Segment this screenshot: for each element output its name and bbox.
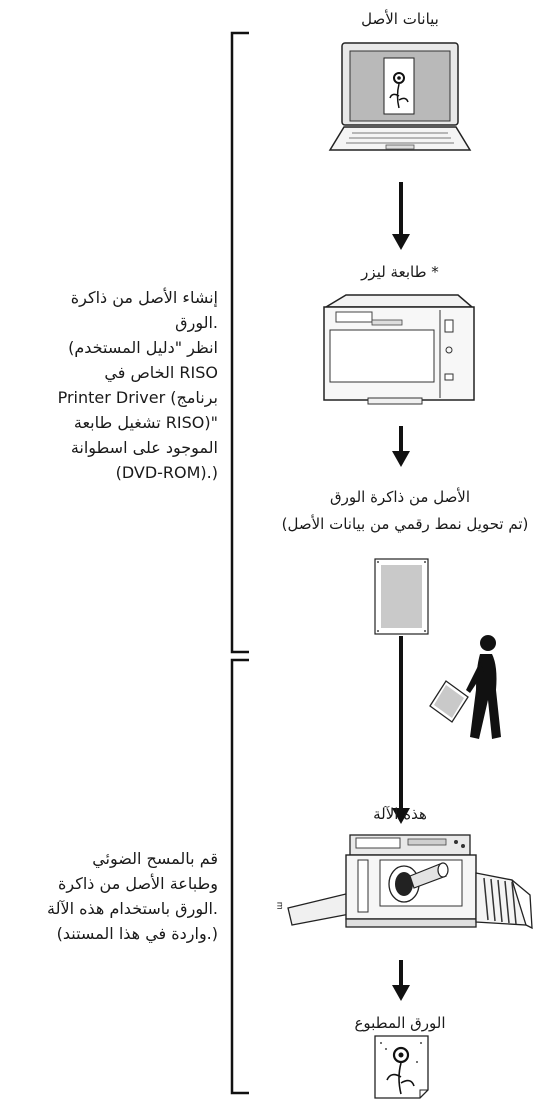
label-laser-printer: طابعة ليزر * [361, 263, 439, 281]
bottom-note-line: (واردة في هذا المستند.) [56, 924, 218, 943]
top-note-line: إنشاء الأصل من ذاكرة [70, 288, 218, 307]
top-note-line: (انظر "دليل المستخدم [68, 338, 218, 357]
bottom-note-line: وطباعة الأصل من ذاكرة [58, 874, 218, 893]
label-original-data: بيانات الأصل [361, 10, 439, 28]
label-this-machine: هذه الآلة [373, 805, 427, 823]
arrow-1 [392, 182, 410, 250]
top-bracket [230, 31, 249, 654]
printed-paper-icon [374, 1035, 429, 1099]
top-note-line: الخاص في RISO [104, 363, 218, 382]
top-note-line: (DVD-ROM).) [115, 463, 218, 482]
label-paper-original-line1: الأصل من ذاكرة الورق [329, 488, 471, 506]
walking-person-icon [429, 635, 501, 739]
arrow-3 [392, 636, 410, 824]
paper-output-tray [475, 872, 533, 930]
top-note-line: الورق. [175, 313, 218, 332]
arrow-2 [392, 426, 410, 467]
bottom-note-line: قم بالمسح الضوئي [92, 849, 218, 868]
arrow-4 [392, 960, 410, 1001]
top-note-line: تشغيل طابعة RISO)" [73, 413, 218, 432]
printing-machine-icon: ᴟ [277, 834, 533, 930]
top-note-line: الموجود على اسطوانة [70, 438, 218, 457]
laptop-icon [328, 42, 472, 151]
label-paper-original-line2: (تم تحويل نمط رقمي من بيانات الأصل) [281, 515, 529, 533]
label-printed-paper: الورق المطبوع [354, 1014, 446, 1032]
top-note: إنشاء الأصل من ذاكرة الورق. (انظر "دليل … [8, 285, 218, 485]
bottom-note-line: الورق باستخدام هذه الآلة. [47, 899, 218, 918]
paper-original-icon [374, 558, 429, 635]
bottom-note: قم بالمسح الضوئي وطباعة الأصل من ذاكرة ا… [8, 846, 218, 946]
top-note-line: Printer Driver (برنامج [57, 388, 218, 407]
laser-printer-icon [323, 294, 475, 405]
svg-text:ᴟ: ᴟ [277, 900, 283, 910]
bottom-bracket [230, 658, 249, 1095]
